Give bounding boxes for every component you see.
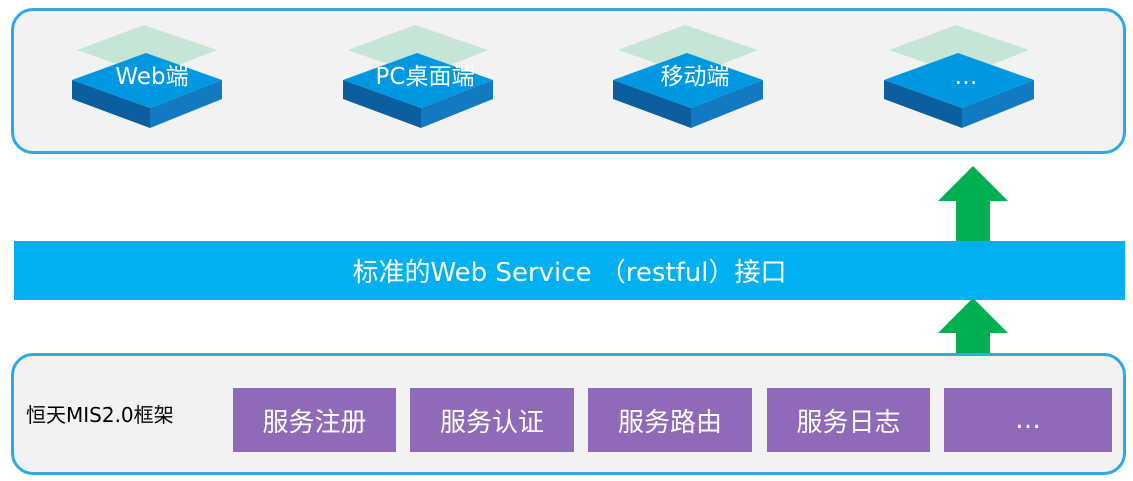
service-more-box: … bbox=[944, 388, 1112, 452]
client-label-pc: PC桌面端 bbox=[375, 64, 475, 90]
client-tile-more bbox=[884, 25, 1034, 128]
client-tile-web bbox=[72, 25, 222, 128]
client-label-more: … bbox=[954, 64, 978, 90]
service-logging-box: 服务日志 bbox=[767, 388, 930, 452]
client-label-mobile: 移动端 bbox=[660, 64, 730, 90]
framework-label: 恒天MIS2.0框架 bbox=[26, 403, 174, 427]
service-routing-box: 服务路由 bbox=[588, 388, 752, 452]
service-label: 服务注册 bbox=[262, 407, 367, 438]
upward-arrow-bottom bbox=[938, 298, 1008, 386]
service-label: … bbox=[1015, 405, 1041, 435]
service-label: 服务认证 bbox=[439, 407, 544, 438]
service-authentication-box: 服务认证 bbox=[410, 388, 574, 452]
interface-label: 标准的Web Service （restful）接口 bbox=[352, 258, 787, 288]
restful-interface-band: 标准的Web Service （restful）接口 bbox=[14, 241, 1125, 300]
upward-arrow-top bbox=[938, 166, 1008, 254]
service-label: 服务路由 bbox=[617, 407, 722, 438]
client-label-web: Web端 bbox=[115, 64, 189, 90]
client-tile-mobile bbox=[613, 25, 763, 128]
service-label: 服务日志 bbox=[796, 407, 901, 438]
service-registration-box: 服务注册 bbox=[233, 388, 396, 452]
client-tile-pc bbox=[343, 25, 493, 128]
